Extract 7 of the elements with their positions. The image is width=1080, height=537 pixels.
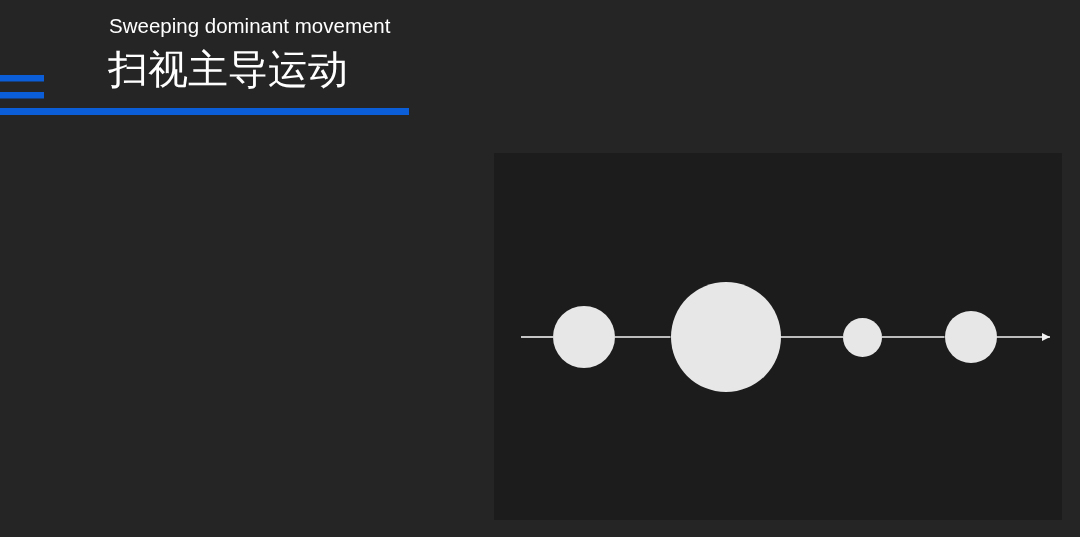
title: 扫视主导运动	[108, 49, 348, 89]
connector-line	[779, 336, 844, 338]
subtitle: Sweeping dominant movement	[109, 14, 391, 38]
connector-line	[881, 336, 946, 338]
arrow	[995, 333, 1051, 341]
connector-line	[614, 336, 672, 338]
connector-line	[520, 336, 554, 338]
